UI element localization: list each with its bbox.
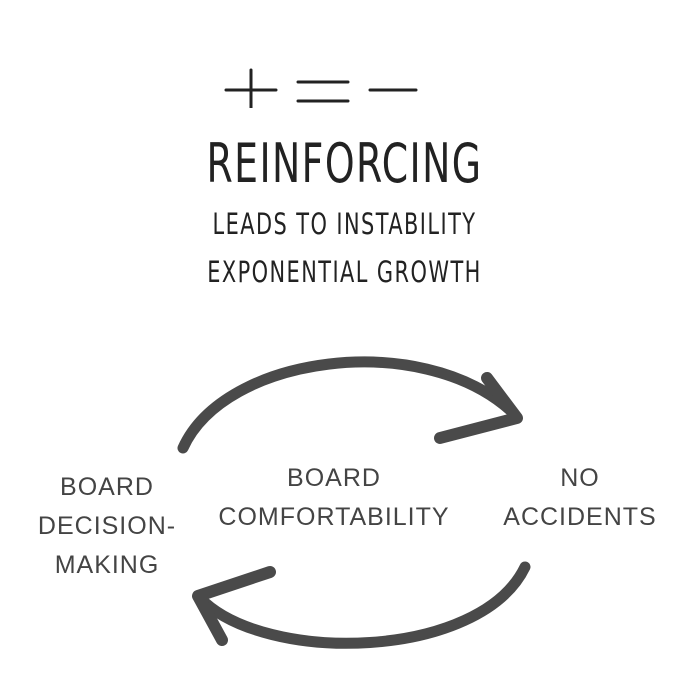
node-board-comfortability: BOARD COMFORTABILITY (205, 459, 463, 537)
node-center-line-2: COMFORTABILITY (218, 503, 450, 531)
node-left-line-1: BOARD (60, 473, 154, 501)
node-center-line-1: BOARD (287, 464, 381, 492)
top-arrowhead-icon (434, 372, 523, 444)
node-left-line-2: DECISION- (37, 512, 177, 540)
top-arrow-arc (177, 356, 516, 454)
bottom-arrow-arc (194, 561, 531, 649)
node-right-line-1: NO (560, 464, 600, 492)
diagram-title: REINFORCING (206, 132, 483, 195)
node-left-line-3: MAKING (54, 551, 160, 579)
node-right-line-2: ACCIDENTS (503, 503, 657, 531)
node-no-accidents: NO ACCIDENTS (495, 459, 665, 537)
subtitle-growth: EXPONENTIAL GROWTH (207, 255, 482, 289)
node-board-decision-making: BOARD DECISION- MAKING (22, 468, 192, 585)
bottom-arrowhead-icon (192, 566, 276, 646)
subtitle-instability: LEADS TO INSTABILITY (212, 207, 477, 241)
plus-equals-minus-symbols (224, 68, 418, 108)
